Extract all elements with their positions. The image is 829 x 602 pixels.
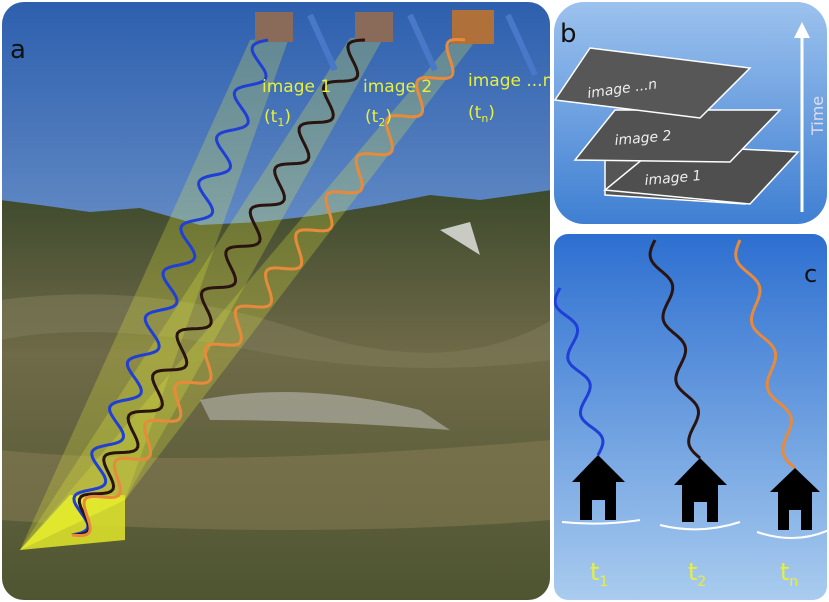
panel-b-letter: b xyxy=(560,19,577,49)
time-label-t1: t1 xyxy=(590,558,608,590)
house-icon xyxy=(770,468,820,530)
label-image-n: image ...n xyxy=(468,71,553,91)
panel-c: c t1 t2 tn xyxy=(554,234,827,600)
satellite-icon xyxy=(355,12,438,72)
label-time-1: (t1) xyxy=(264,107,291,129)
panel-b: b image ...n image 2 image 1 Time xyxy=(554,2,827,224)
label-image-2: image 2 xyxy=(363,77,432,97)
wave-image-n xyxy=(71,38,466,537)
house-icon xyxy=(674,458,727,522)
label-time-2: (t2) xyxy=(365,107,392,129)
layer-label-1: image 1 xyxy=(644,168,702,189)
layer-label-2: image 2 xyxy=(614,128,672,149)
satellite-icon xyxy=(255,12,338,72)
time-label-tn: tn xyxy=(780,558,798,590)
time-label-t2: t2 xyxy=(688,558,706,590)
panel-a: a image 1 (t1) image 2 (t2) image ...n (… xyxy=(2,2,553,600)
house-icon xyxy=(572,455,625,520)
wave-image-1 xyxy=(71,38,269,537)
satellite-icon xyxy=(452,10,538,77)
layer-image-2 xyxy=(573,109,782,163)
wave-tn xyxy=(734,239,796,470)
wave-t1 xyxy=(554,287,605,456)
wave-t2 xyxy=(648,239,701,460)
panel-a-letter: a xyxy=(10,35,26,65)
arrow-head-icon xyxy=(794,22,810,38)
panel-c-letter: c xyxy=(804,260,817,288)
label-image-1: image 1 xyxy=(262,77,331,97)
layer-image-n xyxy=(554,47,752,119)
label-time-n: (tn) xyxy=(468,103,495,125)
time-axis-label: Time xyxy=(808,96,827,136)
wave-image-2 xyxy=(71,38,366,537)
